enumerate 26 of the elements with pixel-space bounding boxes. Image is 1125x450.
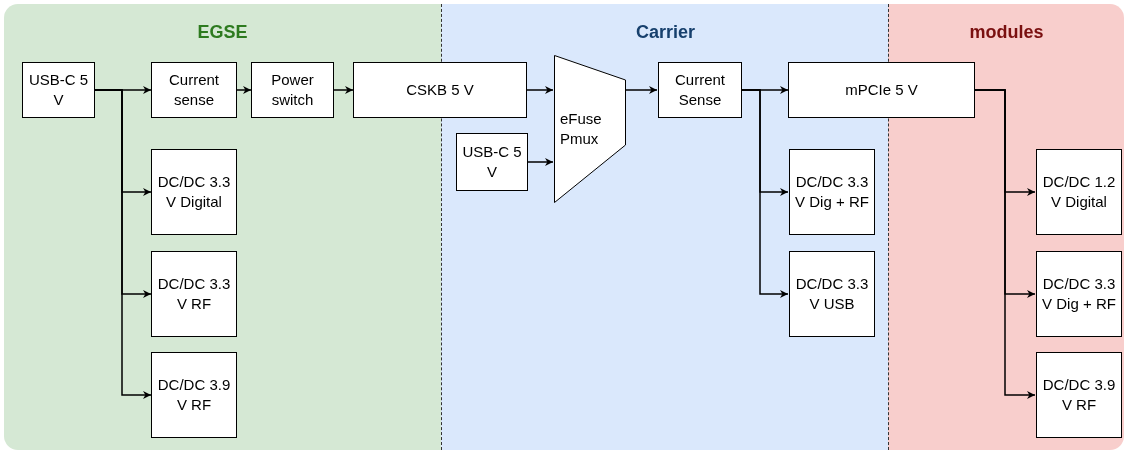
block-box: DC/DC 3.3 V RF [151,251,237,337]
arrow [974,89,1036,399]
block-box: DC/DC 3.9 V RF [1036,352,1122,438]
zone-heading: Carrier [634,22,696,43]
block-box: DC/DC 1.2 V Digital [1036,149,1122,235]
block-box: CSKB 5 V [353,62,527,118]
block-box: DC/DC 3.3 V Digital [151,149,237,235]
arrow [236,86,252,94]
arrow [333,86,354,94]
block-box: Power switch [251,62,334,118]
block-box: Current Sense [658,62,742,118]
block-box: USB-C 5 V [456,133,528,191]
block-box: DC/DC 3.9 V RF [151,352,237,438]
block-box: DC/DC 3.3 V USB [789,251,875,337]
zone-heading: EGSE [196,22,249,43]
block-box: USB-C 5 V [22,62,95,118]
block-box: DC/DC 3.3 V Dig + RF [1036,251,1122,337]
arrow [740,89,789,298]
block-box: mPCIe 5 V [788,62,975,118]
zone-heading: modules [968,22,1045,43]
arrow [624,86,658,94]
box-label: eFuse Pmux [559,109,603,149]
block-box: DC/DC 3.3 V Dig + RF [789,149,875,235]
block-box: Current sense [151,62,237,118]
arrow [526,86,554,94]
arrow [526,158,554,166]
